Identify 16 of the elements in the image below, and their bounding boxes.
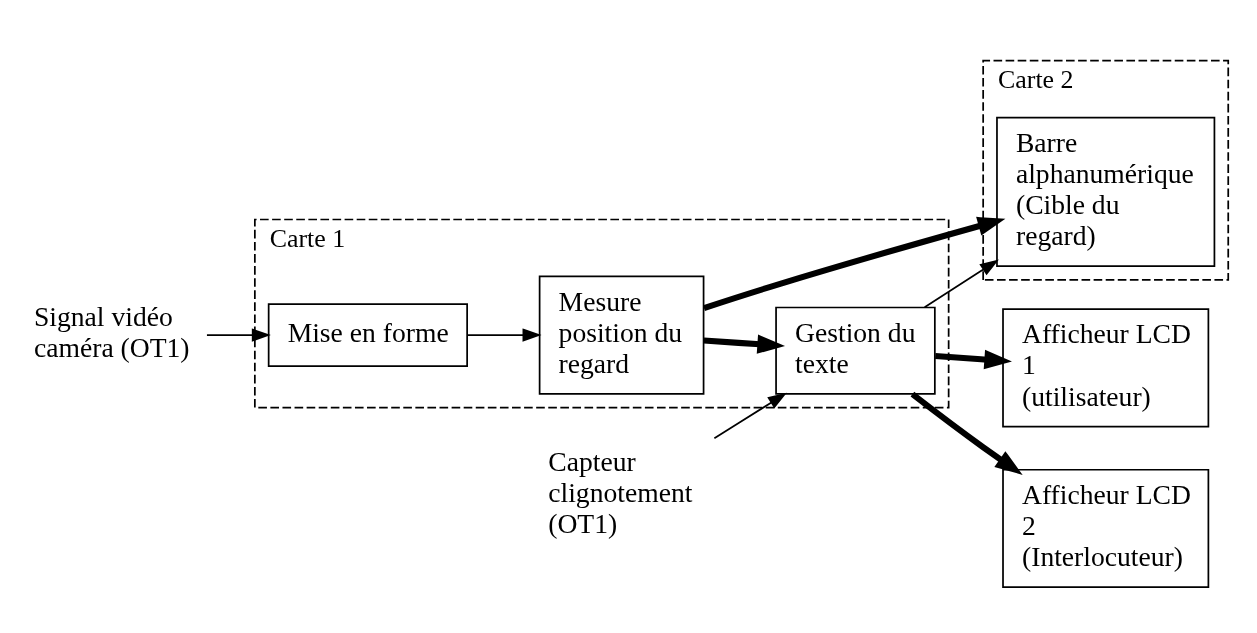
arrow	[935, 349, 1012, 369]
arrow	[923, 258, 999, 308]
node-box: Afficheur LCD 1 (utilisateur)	[1002, 307, 1210, 427]
arrow	[206, 327, 271, 342]
node-box: Barre alphanumérique (Cible du regard)	[996, 116, 1216, 267]
node-text: Signal vidéo caméra (OT1)	[33, 300, 190, 363]
arrow	[466, 327, 542, 342]
node-box: Afficheur LCD 2 (Interlocuteur)	[1002, 468, 1210, 588]
arrow	[713, 392, 787, 439]
arrow	[703, 334, 786, 354]
node-box: Gestion du texte	[775, 306, 936, 395]
node-box: Mesure position du regard	[538, 275, 705, 395]
arrow	[703, 216, 1006, 311]
node-text: Capteur clignotement (OT1)	[548, 445, 693, 539]
node-box: Mise en forme	[267, 302, 468, 367]
arrow	[910, 391, 1023, 475]
